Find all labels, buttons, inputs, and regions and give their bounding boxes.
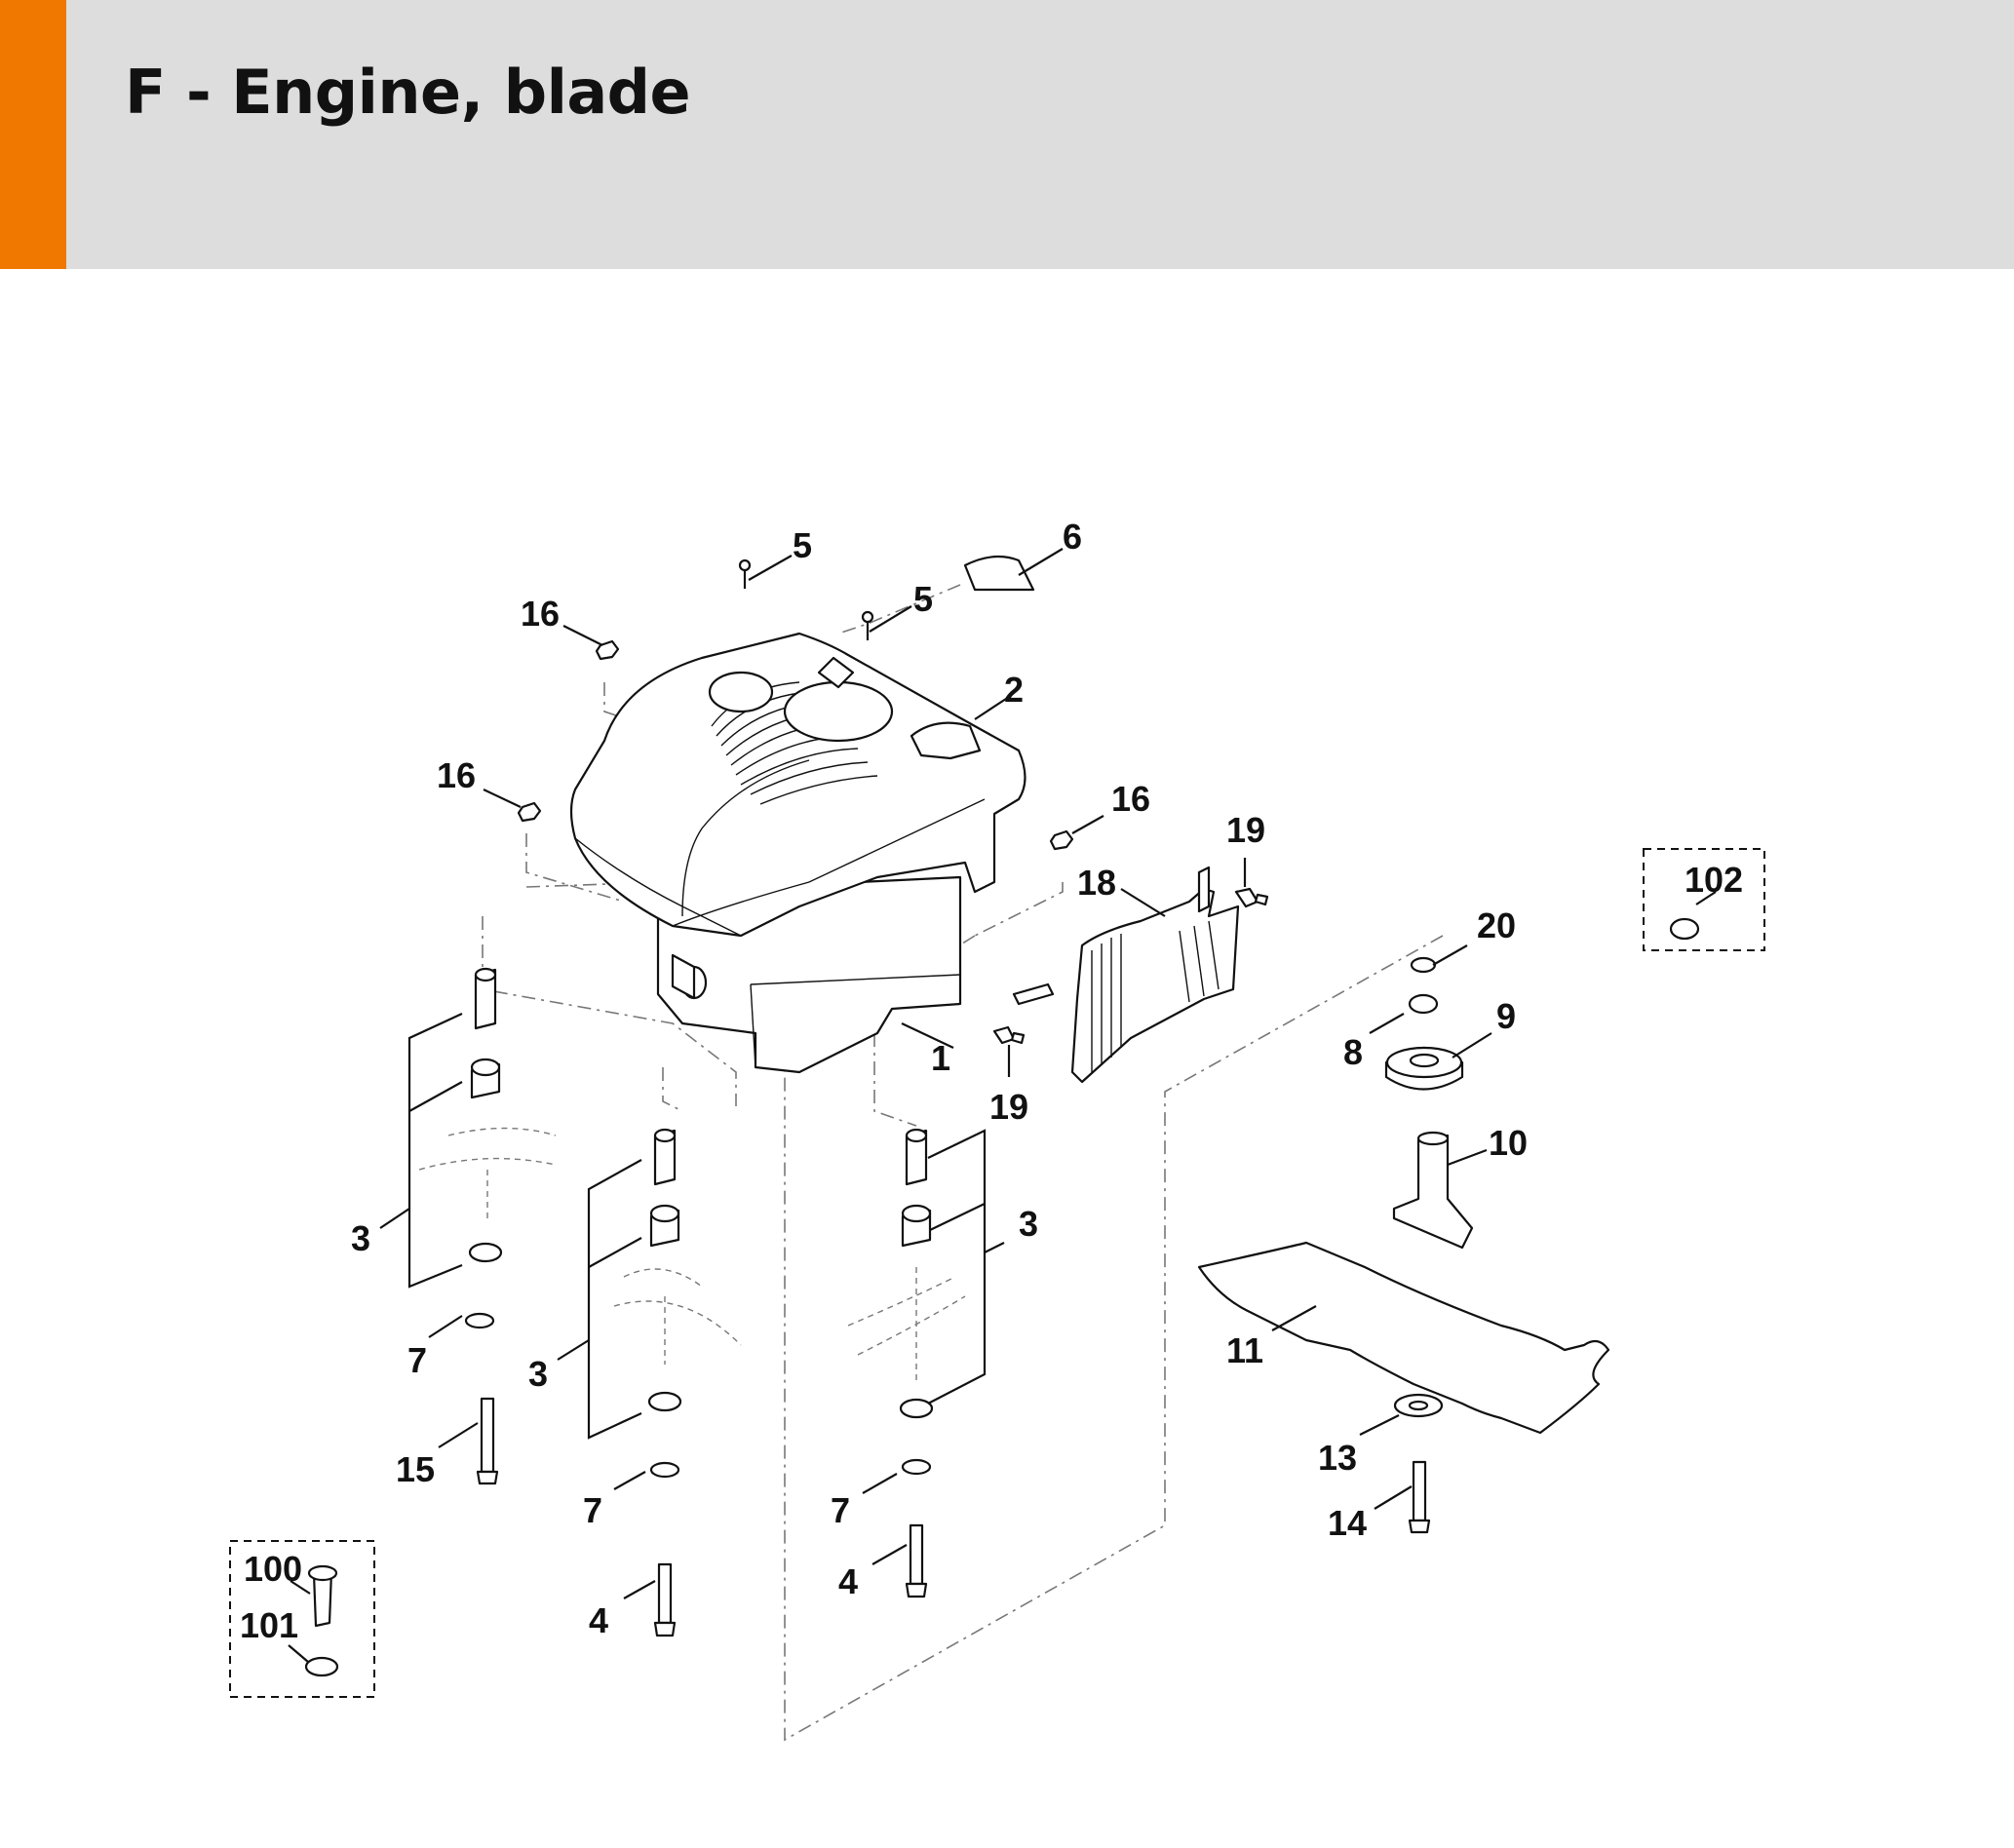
callout-100: 100 [244,1549,302,1589]
callout-7: 7 [583,1490,602,1530]
bolt-14 [1412,1460,1427,1522]
blade-adapter-10 [1392,1134,1474,1250]
washer-20 [1410,956,1437,974]
callout-2: 2 [1004,670,1024,710]
blade-adapter-parts [1197,956,1610,1534]
callout-13: 13 [1318,1438,1357,1478]
callout-19: 19 [1226,810,1265,850]
blade-11 [1197,1241,1610,1435]
callout-7: 7 [831,1490,850,1530]
callout-9: 9 [1496,996,1516,1036]
callout-5: 5 [793,525,812,565]
callout-20: 20 [1477,905,1516,945]
orange-accent-bar [0,0,66,269]
pin-5-a [738,558,752,589]
mount-kit-left [418,967,557,1485]
callout-8: 8 [1343,1032,1363,1072]
callout-11: 11 [1226,1330,1263,1370]
callout-16: 16 [1111,779,1150,819]
option-box-100-101 [229,1540,375,1698]
callout-15: 15 [396,1449,435,1489]
mount-kit-right [847,1128,966,1598]
callout-5: 5 [913,579,933,619]
callout-14: 14 [1328,1503,1367,1543]
bushing-8 [1408,993,1439,1015]
callout-18: 18 [1077,863,1116,903]
screw-19-b [992,1025,1026,1045]
engine-cover [569,632,1026,938]
decal-6 [963,555,1035,592]
page-title: F - Engine, blade [125,57,691,128]
callout-16: 16 [521,594,560,634]
callout-101: 101 [240,1605,298,1645]
nut-16-right [1049,829,1074,851]
callout-4: 4 [838,1561,858,1601]
callout-4: 4 [589,1600,608,1640]
callout-19: 19 [989,1087,1028,1127]
callout-leaders [288,548,1717,1663]
callout-7: 7 [407,1340,427,1380]
callout-1: 1 [931,1038,950,1078]
callout-3: 3 [1019,1204,1038,1244]
callout-labels: 5 5 6 2 16 16 16 18 19 19 1 20 8 9 10 11… [240,517,1743,1645]
callout-3: 3 [528,1354,548,1394]
muffler [1012,866,1240,1084]
pin-5-b [861,610,874,640]
option-box-102 [1643,848,1765,951]
assembly-guide-lines [482,584,1444,1742]
callout-6: 6 [1063,517,1082,557]
nut-16-left [517,801,542,823]
mount-kit-center [613,1128,742,1637]
callout-102: 102 [1685,860,1743,900]
callout-10: 10 [1489,1123,1528,1163]
screw-19-a [1234,887,1269,908]
header-bar [0,0,2014,269]
callout-16: 16 [437,755,476,795]
callout-3: 3 [351,1218,370,1258]
